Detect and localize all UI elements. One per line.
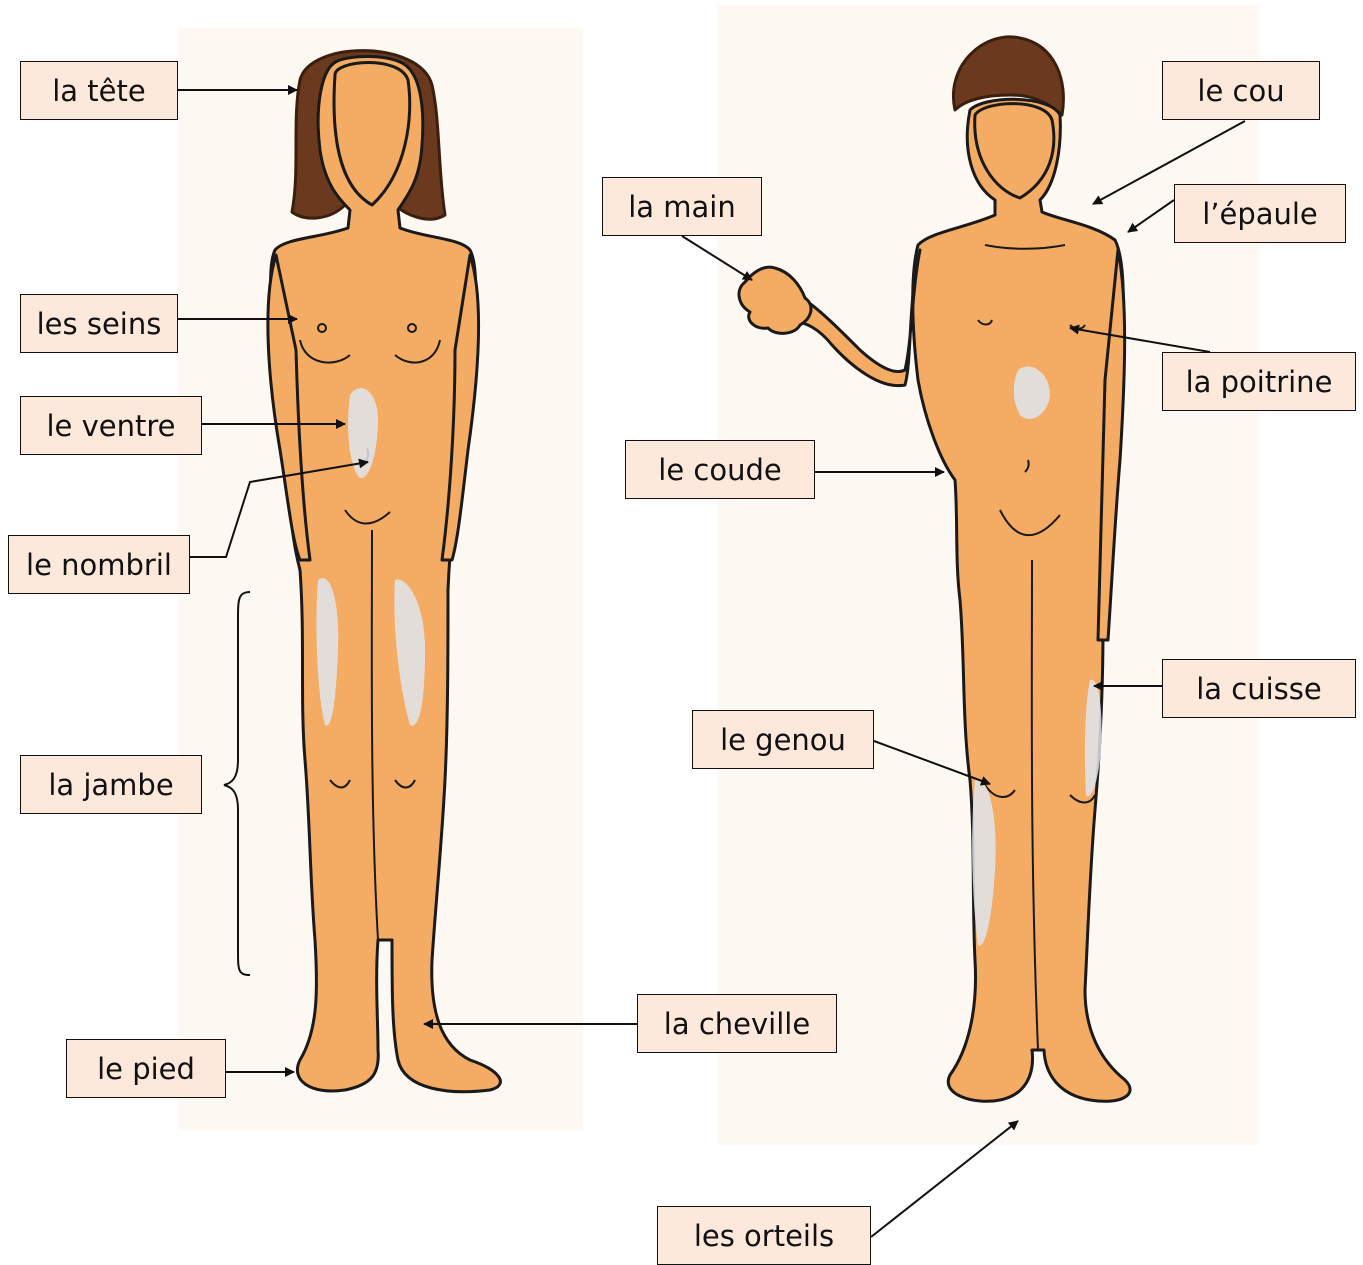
label-main: la main <box>602 177 762 236</box>
label-coude: le coude <box>625 440 815 499</box>
label-ventre: le ventre <box>20 396 202 455</box>
label-nombril: le nombril <box>8 535 190 594</box>
label-epaule: l’épaule <box>1174 184 1346 243</box>
label-cheville: la cheville <box>637 994 837 1053</box>
label-jambe: la jambe <box>20 755 202 814</box>
label-poitrine: la poitrine <box>1162 352 1356 411</box>
label-orteils: les orteils <box>657 1206 871 1265</box>
label-seins: les seins <box>20 294 178 353</box>
label-tete: la tête <box>20 61 178 120</box>
label-cuisse: la cuisse <box>1162 659 1356 718</box>
label-cou: le cou <box>1162 61 1320 120</box>
label-pied: le pied <box>66 1039 226 1098</box>
label-genou: le genou <box>692 710 874 769</box>
